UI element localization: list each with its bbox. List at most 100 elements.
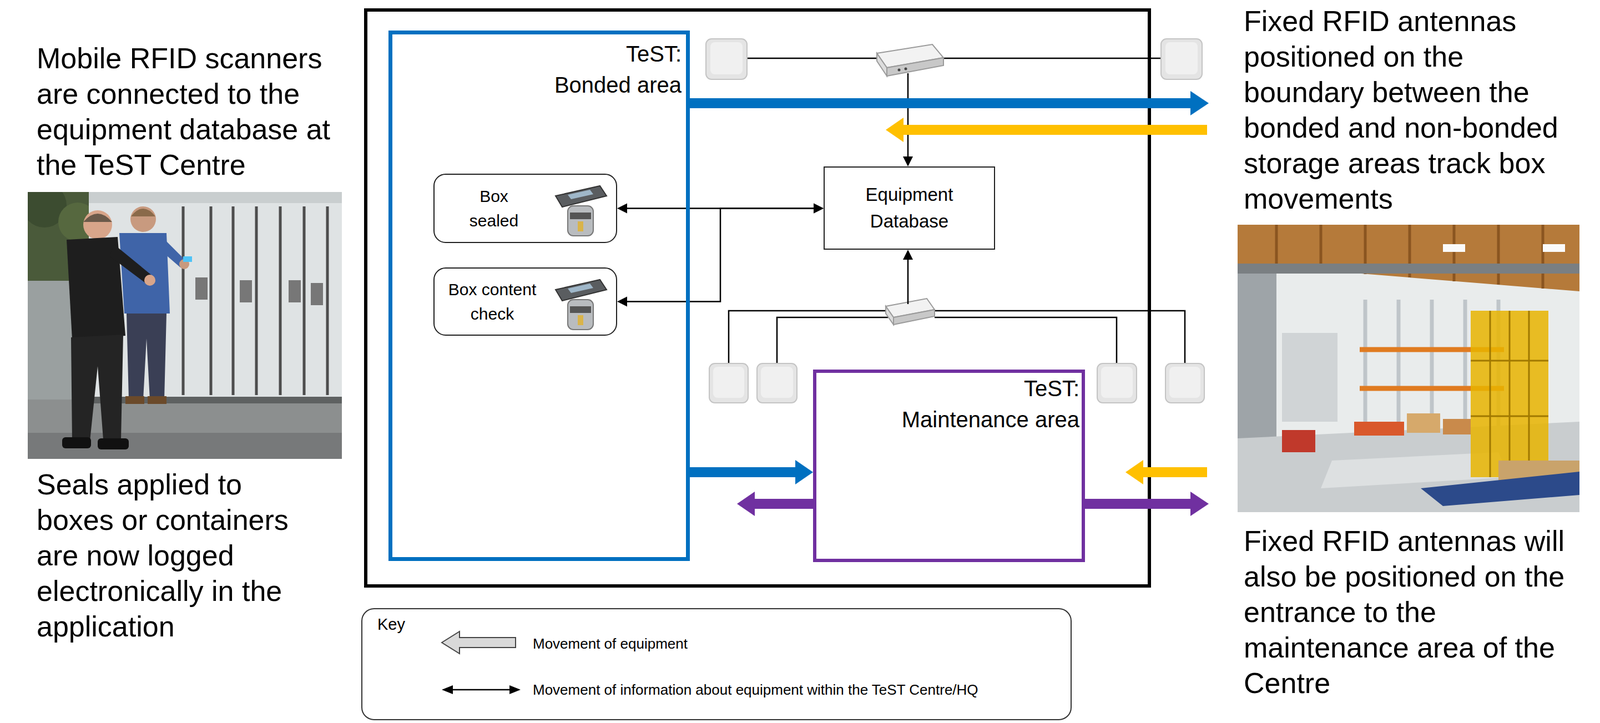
photo-warehouse xyxy=(1508,310,1511,478)
photo-container-seal xyxy=(303,206,306,396)
connector xyxy=(689,460,814,485)
rfid-antenna xyxy=(705,38,1205,403)
photo-warehouse xyxy=(1275,224,1279,267)
rfid-wire xyxy=(728,310,886,364)
photo-container-seal xyxy=(88,192,342,204)
centre-boundary xyxy=(365,9,1150,587)
info-arrow xyxy=(902,249,913,260)
connector-line xyxy=(689,467,796,478)
rfid-antenna xyxy=(756,363,797,403)
equipment-arrow xyxy=(885,117,904,143)
arrow-head xyxy=(813,203,824,214)
photo-warehouse xyxy=(1442,419,1471,435)
rfid-antenna xyxy=(710,42,743,75)
legend-info-sample xyxy=(509,685,521,695)
photo-warehouse xyxy=(1470,310,1549,478)
scanner-icon xyxy=(555,279,607,301)
rfid-reader xyxy=(886,57,944,77)
area-box: TeST: Maintenance area xyxy=(813,369,1085,563)
photo-warehouse xyxy=(1489,310,1492,478)
photo-container-seal xyxy=(88,396,342,404)
photo-warehouse xyxy=(1528,310,1531,478)
photo-container-seal xyxy=(195,277,208,300)
node-label: TeST: Bonded area xyxy=(546,38,682,101)
connector-line xyxy=(626,208,815,302)
rfid-reader xyxy=(893,309,935,325)
photo-container-seal xyxy=(126,313,167,400)
photo-warehouse xyxy=(1420,471,1580,507)
rfid-antenna xyxy=(1097,363,1137,403)
photo-warehouse xyxy=(1470,415,1549,418)
photo-container-seal xyxy=(310,283,323,306)
node-label: Box content check xyxy=(445,277,540,327)
callout-text: Mobile RFID scanners are connected to th… xyxy=(36,40,353,183)
scanner-icon xyxy=(569,306,592,314)
photo-warehouse xyxy=(1237,273,1277,441)
photo-container-seal xyxy=(125,396,145,405)
photo-container-seal xyxy=(71,334,124,442)
scanner-icon xyxy=(555,279,607,330)
rfid-antenna xyxy=(713,366,745,398)
callout-text: Fixed RFID antennas positioned on the bo… xyxy=(1243,3,1577,217)
photo-container-seal xyxy=(288,280,301,303)
rfid-antenna xyxy=(1165,42,1198,75)
photo-warehouse xyxy=(1237,224,1580,513)
rfid-antenna xyxy=(1169,366,1201,398)
photo-warehouse xyxy=(1470,360,1549,362)
rfid-reader xyxy=(904,67,908,71)
photo-container-seal xyxy=(97,438,129,450)
scanner-icon xyxy=(567,189,594,200)
legend-info-sample xyxy=(441,685,453,695)
equipment-arrow xyxy=(688,91,1209,517)
equipment-arrow xyxy=(1142,467,1208,478)
photo-container-seal xyxy=(147,396,167,405)
rfid-antenna xyxy=(1101,366,1133,398)
rfid-antenna xyxy=(705,38,747,80)
legend-box xyxy=(361,608,1072,720)
rfid-wire xyxy=(934,317,1117,364)
legend-text: Movement of equipment xyxy=(532,635,1055,653)
scanner-icon xyxy=(577,315,584,326)
scanner-icon xyxy=(567,299,594,330)
rfid-antenna xyxy=(1161,38,1203,80)
photo-container-seal xyxy=(83,213,113,222)
photo-warehouse xyxy=(1541,224,1545,289)
photo-warehouse xyxy=(1354,421,1405,436)
equipment-arrow xyxy=(688,98,1191,109)
rfid-reader xyxy=(876,53,887,77)
photo-container-seal xyxy=(209,206,213,396)
photo-warehouse xyxy=(1542,244,1566,252)
photo-warehouse xyxy=(1363,299,1368,439)
equipment-arrow xyxy=(1190,491,1209,517)
photo-container-seal xyxy=(109,244,151,284)
info-arrow xyxy=(907,73,910,158)
photo-warehouse xyxy=(1237,263,1580,274)
legend-info-sample xyxy=(441,685,521,695)
photo-container-seal xyxy=(130,206,156,232)
photo-container-seal xyxy=(27,192,342,459)
scanner-icon xyxy=(569,212,592,220)
photo-warehouse xyxy=(1396,299,1401,439)
scanner-icon xyxy=(577,221,584,232)
connector xyxy=(617,203,824,307)
scanner-icon xyxy=(567,283,594,294)
rfid-antenna xyxy=(760,366,794,398)
photo-warehouse xyxy=(1470,310,1549,478)
legend-info-sample xyxy=(451,689,511,691)
rfid-antenna xyxy=(1165,363,1205,403)
photo-container-seal xyxy=(27,192,342,459)
node-label: TeST: Maintenance area xyxy=(893,372,1080,436)
process-box: Box content check xyxy=(433,267,618,336)
photo-container-seal xyxy=(182,206,185,396)
equipment-arrow xyxy=(902,124,1208,135)
photo-warehouse xyxy=(1497,224,1501,285)
area-box: TeST: Bonded areaBox sealedBox content c… xyxy=(388,30,690,562)
legend-title: Key xyxy=(377,614,444,634)
info-arrow xyxy=(902,156,913,167)
photo-warehouse xyxy=(1406,413,1441,433)
arrow-head xyxy=(813,203,824,214)
scanner-icon xyxy=(555,185,607,236)
equipment-arrow xyxy=(754,498,815,509)
rfid-wire xyxy=(934,310,1185,364)
